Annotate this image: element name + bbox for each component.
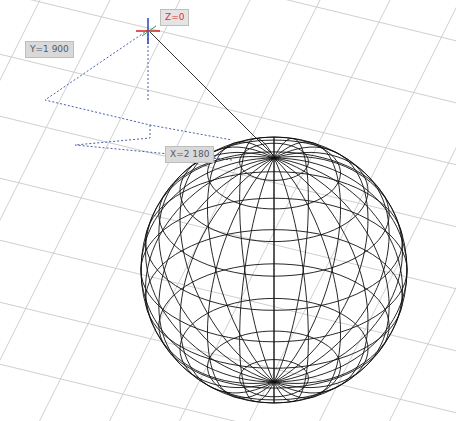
grid-line	[0, 340, 456, 421]
meridian	[159, 158, 274, 388]
meridian	[141, 158, 274, 382]
meridian	[274, 137, 275, 382]
grid-line	[0, 0, 456, 66]
meridian	[240, 158, 274, 402]
parallel	[146, 230, 403, 369]
parallel	[141, 198, 407, 342]
grid-line	[370, 0, 456, 421]
grid-line	[20, 0, 270, 421]
meridian	[240, 138, 274, 382]
grid-line	[0, 0, 60, 421]
parallel	[240, 143, 309, 180]
grid-line	[300, 0, 456, 421]
grid-line	[0, 0, 456, 4]
leader-line	[150, 32, 276, 158]
parallel	[240, 360, 309, 397]
parallel	[180, 298, 368, 400]
grid-line	[0, 402, 456, 421]
meridian	[274, 158, 407, 382]
coordinate-tooltip: X=2 180	[165, 146, 214, 163]
parallel	[146, 172, 403, 311]
coordinate-tooltip: Z=0	[160, 9, 189, 26]
meridian	[274, 157, 403, 382]
ucs-cursor	[136, 18, 160, 44]
parallel	[208, 137, 341, 209]
wireframe-sphere	[141, 137, 407, 403]
meridian	[146, 158, 275, 383]
grid-line	[0, 0, 456, 128]
coordinate-tooltip: Y=1 900	[25, 41, 74, 58]
grid-line	[440, 0, 456, 421]
grid-line	[0, 0, 130, 421]
grid-line	[0, 30, 456, 190]
grid-line	[90, 0, 340, 421]
meridian	[274, 158, 308, 402]
parallel	[159, 264, 389, 388]
grid-line	[0, 278, 456, 421]
grid-line	[0, 0, 200, 421]
grid-line	[0, 216, 456, 376]
parallel	[159, 152, 389, 276]
sphere-outline	[141, 137, 407, 403]
parallel	[208, 331, 341, 403]
meridian	[274, 138, 308, 382]
meridian	[274, 152, 389, 382]
